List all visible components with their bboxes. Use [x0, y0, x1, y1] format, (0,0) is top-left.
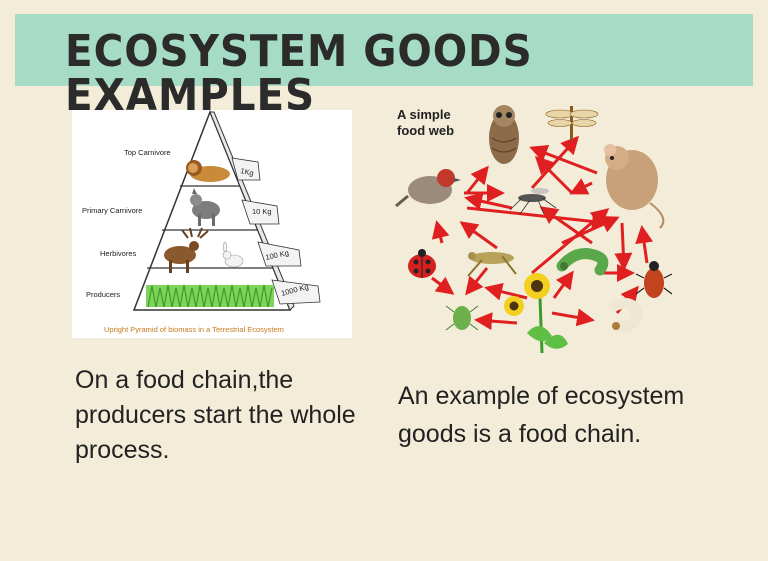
grass-icon — [146, 284, 274, 308]
food-web-figure: A simple food web — [392, 98, 682, 360]
owl-icon — [489, 105, 519, 164]
moose-icon — [164, 227, 209, 273]
mouse-icon — [604, 144, 665, 229]
grub-icon — [608, 297, 644, 333]
grasshopper-icon — [467, 252, 517, 277]
food-web-title-line2: food web — [397, 123, 454, 138]
biomass-pyramid: Top Carnivore Primary Carnivore Herbivor… — [82, 109, 321, 334]
pyramid-caption: Upright Pyramid of biomass in a Terrestr… — [104, 325, 284, 334]
title-banner: ECOSYSTEM GOODS EXAMPLES — [15, 14, 753, 118]
wolf-icon — [190, 188, 220, 226]
beetle-icon — [635, 261, 673, 298]
lion-icon — [186, 160, 230, 182]
sunflower-icon — [504, 273, 568, 354]
food-web-title-line1: A simple — [397, 107, 451, 122]
aphid-icon — [445, 305, 479, 331]
page-title: ECOSYSTEM GOODS EXAMPLES — [65, 26, 533, 121]
level-label-primary-carnivore: Primary Carnivore — [82, 206, 142, 215]
biomass-pyramid-figure: Top Carnivore Primary Carnivore Herbivor… — [72, 109, 352, 338]
food-chain-caption: An example of ecosystem goods is a food … — [398, 382, 685, 448]
bird-icon — [395, 169, 461, 208]
level-label-top-carnivore: Top Carnivore — [124, 148, 171, 157]
dragonfly-icon — [545, 106, 599, 140]
mass-label-primary: 10 Kg — [252, 207, 272, 216]
producers-caption: On a food chain,the producers start the … — [75, 366, 356, 464]
level-label-producers: Producers — [86, 290, 120, 299]
food-web: A simple food web — [395, 105, 673, 354]
mosquito-icon — [509, 188, 557, 215]
level-label-herbivores: Herbivores — [100, 249, 137, 258]
caterpillar-icon — [556, 248, 609, 276]
food-web-arrows — [431, 135, 654, 331]
ladybug-icon — [408, 249, 436, 278]
mass-label-top: 1Kg — [240, 166, 255, 178]
rabbit-icon — [222, 241, 244, 268]
